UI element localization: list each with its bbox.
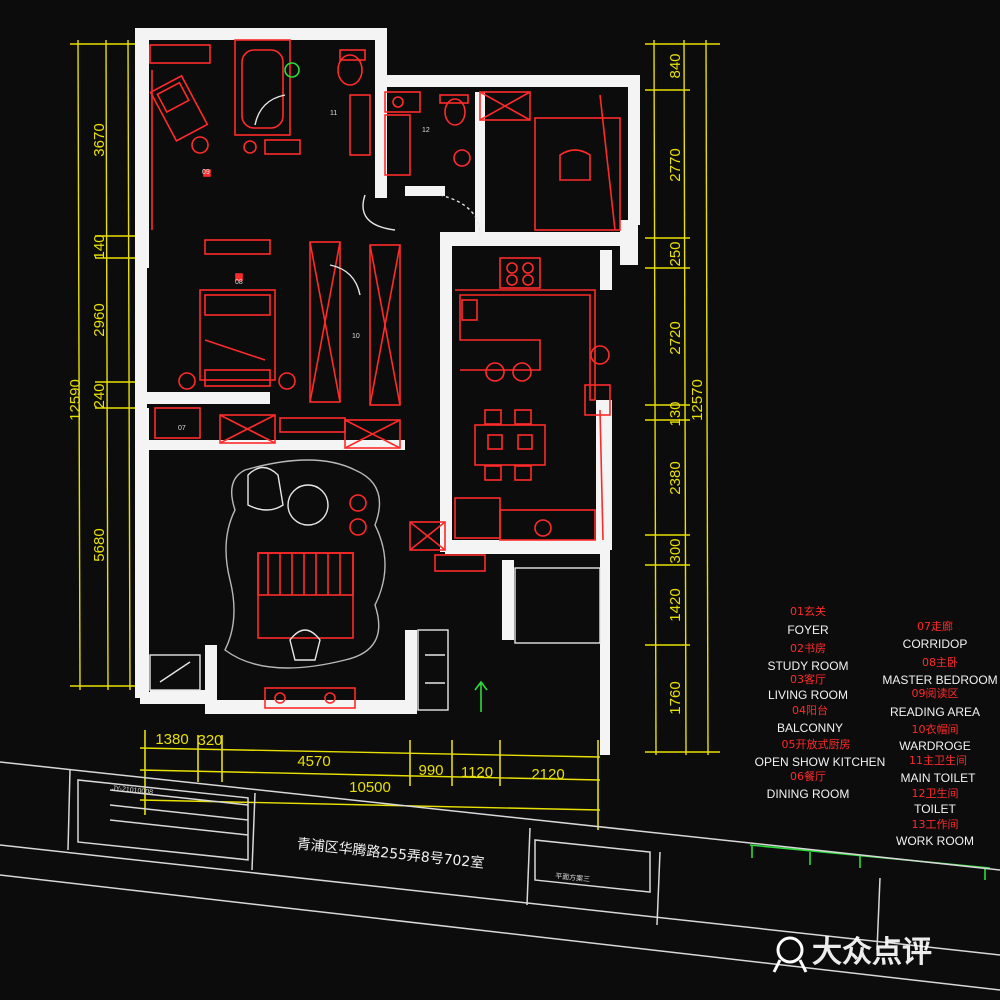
dim-right-5: 130 [667,401,684,426]
dim-bottom-2: 320 [197,732,222,749]
legend-cn: 09阅读区 [912,686,959,700]
living-furniture [149,94,601,711]
legend-en: MAIN TOILET [901,771,977,785]
room-number-10: 10 [352,333,360,340]
dim-bottom-1: 1380 [155,731,188,748]
dim-right-9: 1760 [667,681,684,714]
dim-bottom-5: 1120 [461,764,493,781]
room-number-09: 09 [202,169,210,176]
drawing-number: JY-21010008 [112,785,154,796]
watermark-logo-icon [772,936,808,973]
legend-en: BALCONNY [777,721,843,735]
legend-cn: 04阳台 [792,703,828,717]
legend-cn: 01玄关 [790,604,826,618]
legend-cn: 10衣帽间 [912,722,959,736]
dim-left-1: 3670 [91,123,108,156]
furniture [149,39,621,709]
dim-right-outer: 12570 [689,379,706,421]
legend-en: MASTER BEDROOM [882,673,997,687]
room-number-08: 08 [235,279,243,286]
room-number-11: 11 [330,110,337,117]
room-number-07: 07 [178,425,186,432]
legend-cn: 06餐厅 [790,769,826,783]
dim-right-8: 1420 [667,588,684,621]
legend-en: WORK ROOM [896,834,974,848]
dim-bottom-3: 4570 [297,753,330,770]
legend-en: STUDY ROOM [767,659,848,673]
dim-bottom-6: 2120 [531,766,564,783]
dim-left-5: 5680 [91,528,108,561]
watermark: 大众点评 [772,935,932,973]
dim-right-2: 2770 [667,148,684,181]
dim-bottom-outer: 10500 [349,779,391,796]
legend-left: 01玄关 FOYER 02书房 STUDY ROOM 03客厅 LIVING R… [755,604,886,801]
legend-en: OPEN SHOW KITCHEN [755,755,886,769]
room-number-12: 12 [422,127,430,134]
dimension-labels: 12590 3670 140 2960 240 5680 12570 840 2… [67,53,706,796]
dim-bottom-4: 990 [418,762,443,779]
legend-en: DINING ROOM [767,787,850,801]
legend-cn: 05开放式厨房 [782,737,851,751]
dim-left-3: 2960 [91,303,108,336]
legend-cn: 13工作间 [912,818,959,831]
dim-right-7: 300 [667,538,684,563]
dim-right-6: 2380 [667,461,684,494]
watermark-text: 大众点评 [812,935,932,970]
legend-right: 07走廊 CORRIDOP 08主卧 MASTER BEDROOM 09阅读区 … [882,619,997,848]
legend-en: CORRIDOP [903,637,968,651]
legend-cn: 02书房 [790,642,826,655]
legend-en: LIVING ROOM [768,688,848,702]
dim-right-1: 840 [667,53,684,78]
dim-right-3: 250 [667,241,684,266]
dim-left-outer: 12590 [67,379,84,421]
room-numbers: 10 11 12 09 08 07 [178,110,430,432]
legend-en: TOILET [914,802,956,816]
dim-left-2: 140 [91,234,108,259]
legend-cn: 11主卫生间 [909,753,967,767]
legend-cn: 08主卧 [922,656,958,669]
legend-en: WARDROGE [899,739,971,753]
title-block [0,761,1000,991]
dim-right-4: 2720 [667,321,684,354]
legend-cn: 03客厅 [790,672,826,686]
dim-left-4: 240 [91,383,108,408]
legend-en: FOYER [787,623,829,637]
dimension-lines [70,39,720,830]
legend-en: READING AREA [890,705,980,719]
legend-cn: 07走廊 [917,619,953,633]
legend-cn: 12卫生间 [912,786,959,800]
